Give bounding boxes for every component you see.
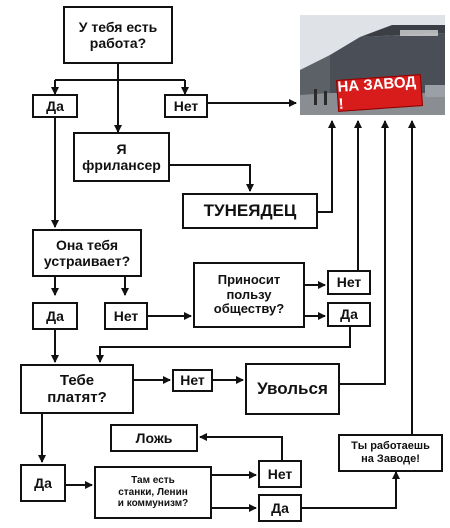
node-no-1: Нет — [164, 94, 208, 118]
node-get-paid: Тебе платят? — [20, 364, 134, 414]
node-machines-yes: Да — [258, 494, 302, 522]
node-useful-yes: Да — [327, 302, 371, 327]
node-parasite: ТУНЕЯДЕЦ — [182, 193, 318, 229]
node-quit: Уволься — [245, 363, 340, 415]
node-yes-1: Да — [32, 94, 78, 118]
node-useful-no: Нет — [327, 270, 371, 295]
node-machines-no: Нет — [258, 460, 302, 488]
node-yes-2: Да — [32, 302, 78, 330]
node-satisfies: Она тебя устраивает? — [32, 229, 142, 277]
factory-photo: НА ЗАВОД ! — [300, 15, 445, 115]
node-have-work: У тебя есть работа? — [63, 6, 173, 64]
node-paid-no: Нет — [172, 369, 213, 392]
node-machines-lenin-communism: Там есть станки, Ленин и коммунизм? — [94, 466, 212, 519]
node-lie: Ложь — [110, 424, 198, 452]
na-zavod-sign: НА ЗАВОД ! — [335, 73, 424, 113]
node-you-work-at-factory: Ты работаешь на Заводе! — [338, 434, 443, 472]
node-useful-to-society: Приносит пользу обществу? — [193, 262, 305, 328]
node-no-2: Нет — [104, 302, 148, 330]
node-freelancer: Я фрилансер — [73, 132, 170, 182]
node-yes-3: Да — [20, 464, 66, 502]
